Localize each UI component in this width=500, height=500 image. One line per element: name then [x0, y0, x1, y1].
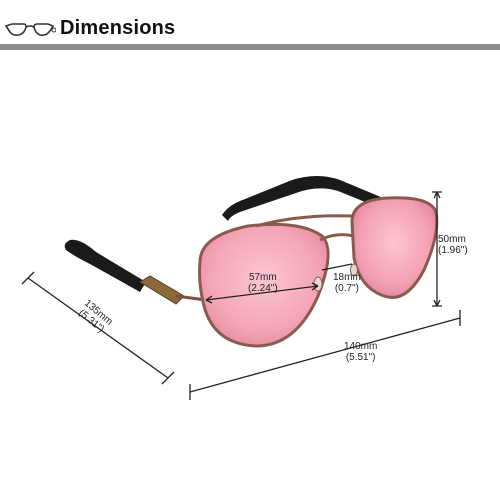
- top-bar: [255, 214, 353, 228]
- right-lens: [350, 196, 439, 299]
- lens-width-label: 57mm (2.24"): [248, 272, 278, 294]
- far-temple-arm: [222, 176, 388, 221]
- hinge: [139, 275, 185, 305]
- lens-height-label: 50mm (1.96"): [438, 234, 468, 256]
- nose-bridge: [319, 233, 355, 242]
- left-lens: [198, 222, 330, 348]
- frame-width-label: 140mm (5.51"): [344, 341, 378, 363]
- header: Dimensions: [0, 0, 500, 56]
- bridge-label: 18mm (0.7"): [333, 272, 361, 294]
- dimension-lines: [21, 191, 461, 400]
- page-title: Dimensions: [60, 17, 176, 39]
- near-temple-arm: [64, 239, 146, 292]
- glasses-icon: [4, 23, 56, 36]
- header-divider: [0, 44, 500, 50]
